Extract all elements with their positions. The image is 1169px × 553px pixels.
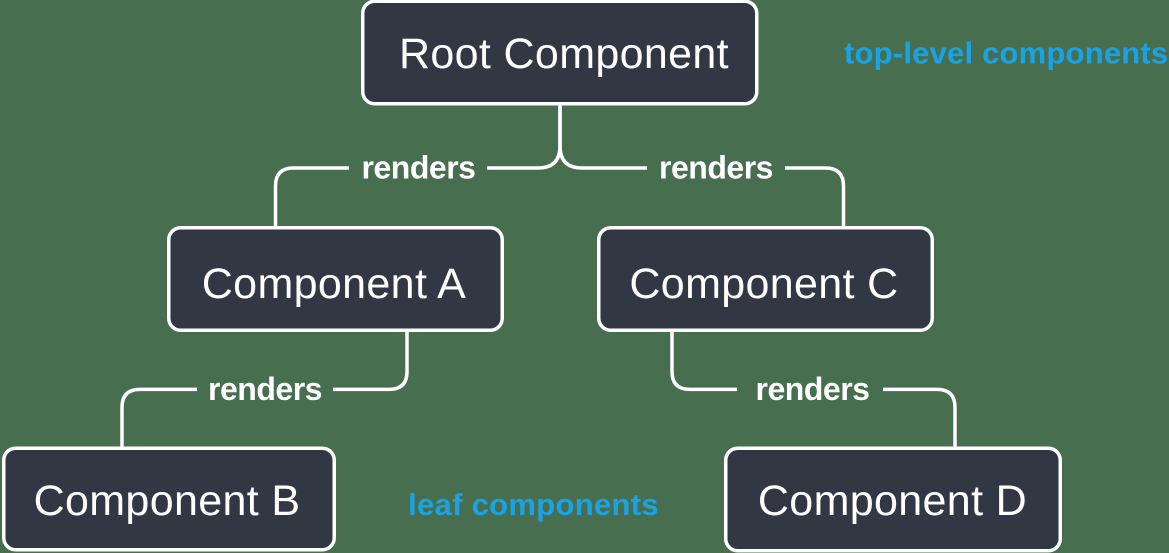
svg-text:Component B: Component B	[34, 477, 301, 525]
svg-text:renders: renders	[208, 371, 322, 407]
svg-text:Component A: Component A	[202, 260, 466, 308]
svg-text:leaf components: leaf components	[408, 487, 659, 522]
svg-text:renders: renders	[756, 371, 870, 407]
svg-text:Component D: Component D	[758, 477, 1027, 525]
svg-text:renders: renders	[362, 150, 476, 186]
svg-text:Root Component: Root Component	[399, 30, 729, 78]
svg-text:Component C: Component C	[629, 260, 898, 308]
svg-text:top-level components: top-level components	[844, 36, 1168, 71]
svg-text:renders: renders	[659, 150, 773, 186]
